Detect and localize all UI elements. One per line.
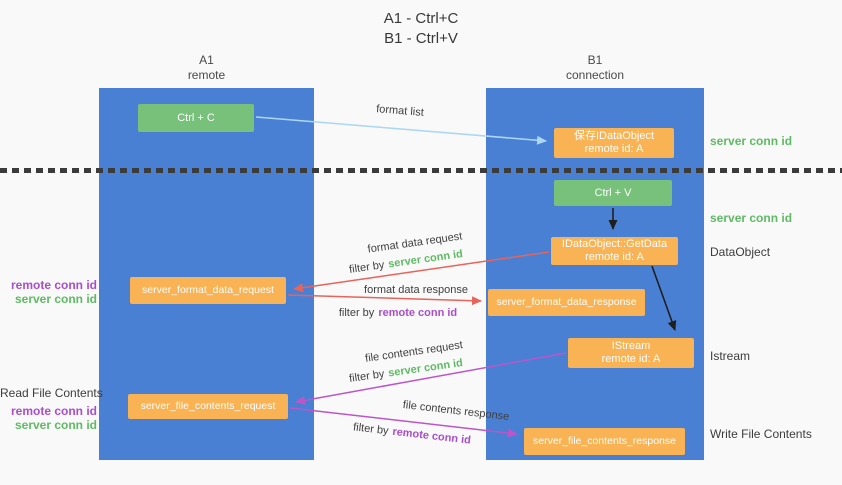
istream-box: IStream remote id: A (568, 338, 694, 368)
format-data-response-label: format data response (364, 284, 468, 296)
ctrl-c-box: Ctrl + C (138, 104, 254, 132)
istream-annotation: Istream (710, 349, 751, 363)
lifeline-a1-role: remote (187, 68, 226, 82)
filter-by-text: filter by (348, 259, 386, 276)
filter-by-text: filter by (348, 368, 386, 385)
server-conn-id-key: server conn id (387, 357, 464, 380)
server-conn-id-annotation-mid: server conn id (710, 211, 793, 225)
filter-by-text: filter by (352, 421, 390, 438)
istream-line2: remote id: A (601, 353, 661, 365)
idataobject-getdata-box: IDataObject::GetData remote id: A (551, 237, 678, 265)
server-conn-id-annotation-left-top: server conn id (14, 292, 97, 306)
save-idataobject-line2: remote id: A (584, 143, 644, 155)
phase-divider-dotted-line (0, 168, 842, 173)
server-file-contents-request-box: server_file_contents_request (128, 394, 288, 419)
server-conn-id-annotation-top: server conn id (710, 134, 793, 148)
getdata-line2: remote id: A (585, 251, 644, 263)
getdata-line1: IDataObject::GetData (561, 238, 668, 250)
server-conn-id-key: server conn id (387, 248, 464, 271)
title-line-2: B1 - Ctrl+V (384, 30, 458, 47)
remote-conn-id-annotation-top: remote conn id (10, 278, 97, 292)
server-file-contents-response-box: server_file_contents_response (524, 428, 685, 455)
server-format-data-response-box: server_format_data_response (488, 289, 645, 316)
server-conn-id-annotation-left-bottom: server conn id (14, 418, 97, 432)
lifeline-b1-role: connection (565, 68, 625, 82)
ctrl-c-label: Ctrl + C (177, 111, 215, 124)
dataobject-annotation: DataObject (710, 245, 771, 259)
filter-by-text: filter by (338, 307, 375, 319)
save-idataobject-box: 保存IDataObject remote id: A (554, 128, 674, 158)
server-file-contents-response-label: server_file_contents_response (532, 435, 676, 447)
lifeline-header-a1: A1 remote (99, 53, 314, 83)
server-format-data-request-box: server_format_data_request (130, 277, 286, 304)
istream-line1: IStream (611, 340, 651, 352)
lifeline-b1-name: B1 (587, 53, 603, 67)
ctrl-v-label: Ctrl + V (594, 186, 632, 199)
title-line-1: A1 - Ctrl+C (383, 10, 459, 27)
write-file-contents-annotation: Write File Contents (710, 427, 812, 441)
server-format-data-response-label: server_format_data_response (496, 296, 637, 308)
server-format-data-request-label: server_format_data_request (142, 284, 274, 296)
read-file-contents-annotation: Read File Contents (0, 386, 103, 400)
remote-conn-id-key: remote conn id (378, 307, 458, 319)
remote-conn-id-annotation-bottom: remote conn id (10, 404, 97, 418)
save-idataobject-line1: 保存IDataObject (573, 130, 655, 142)
remote-conn-id-key: remote conn id (391, 425, 472, 447)
diagram-title: A1 - Ctrl+C B1 - Ctrl+V (0, 9, 842, 49)
server-file-contents-request-label: server_file_contents_request (140, 400, 276, 412)
ctrl-v-box: Ctrl + V (554, 180, 672, 206)
format-list-label: format list (375, 103, 425, 119)
lifeline-header-b1: B1 connection (486, 53, 704, 83)
lifeline-a1-name: A1 (199, 53, 214, 67)
